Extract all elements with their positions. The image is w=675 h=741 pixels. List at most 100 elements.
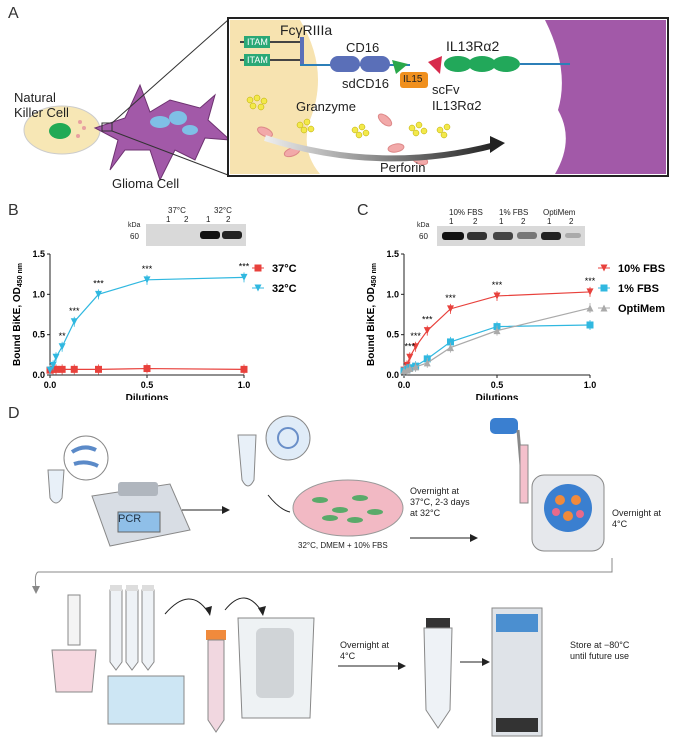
data-point — [423, 327, 431, 335]
granzyme-label: Granzyme — [296, 99, 356, 114]
il15-label: IL15 — [403, 74, 423, 85]
step2-label: Overnight at 4°C — [612, 508, 662, 529]
blot-b-lane: 2 — [226, 215, 231, 224]
significance-mark: *** — [422, 315, 433, 325]
legend-marker — [254, 284, 262, 292]
data-point — [70, 318, 78, 326]
x-tick-label: 1.0 — [238, 380, 251, 390]
x-tick-label: 0.0 — [44, 380, 57, 390]
blot-b-marker: 60 — [130, 232, 139, 241]
significance-mark: *** — [585, 276, 596, 286]
data-point — [58, 343, 66, 351]
scfv-label: scFv — [432, 82, 460, 97]
legend-label: 1% FBS — [618, 283, 659, 295]
panel-a-label: A — [8, 5, 19, 22]
data-point — [46, 366, 54, 374]
legend-label: 32°C — [272, 283, 297, 295]
pcr-label: PCR — [118, 513, 142, 525]
x-tick-label: 0.5 — [141, 380, 154, 390]
blot-b-group-1: 37°C — [168, 206, 186, 215]
blot-c-group-1: 10% FBS — [449, 208, 483, 217]
blot-c-lane: 1 — [499, 217, 504, 226]
significance-mark: *** — [69, 306, 80, 316]
media-label: 32°C, DMEM + 10% FBS — [298, 541, 388, 550]
legend-marker — [600, 304, 608, 312]
step4-label: Store at −80°C until future use — [570, 640, 630, 661]
data-point — [95, 290, 102, 298]
significance-mark: *** — [492, 280, 503, 290]
data-point — [143, 365, 151, 373]
significance-mark: *** — [410, 331, 421, 341]
x-axis-label: Dilutions — [476, 393, 519, 400]
y-axis-label: Bound BiKE, OD450 nm — [366, 263, 378, 366]
pcr-tube — [47, 469, 65, 504]
data-point — [412, 363, 420, 371]
x-tick-label: 0.5 — [491, 380, 504, 390]
data-point — [70, 365, 78, 373]
y-tick-label: 0.5 — [386, 330, 399, 340]
y-tick-label: 1.0 — [386, 289, 399, 299]
data-point — [240, 365, 248, 373]
data-point — [586, 304, 594, 312]
blot-c-kda: kDa — [417, 222, 430, 229]
x-axis-label: Dilutions — [126, 393, 169, 400]
data-point — [49, 361, 57, 369]
x-tick-label: 1.0 — [584, 380, 597, 390]
data-point — [493, 292, 501, 300]
y-tick-label: 0.0 — [32, 370, 45, 380]
blot-c-group-3: OptiMem — [543, 208, 576, 217]
panel-d-label: D — [8, 405, 20, 422]
scfv-il13ra2-label: IL13Rα2 — [432, 98, 482, 113]
data-point — [52, 365, 60, 373]
itam-label-2: ITAM — [247, 55, 268, 65]
y-tick-label: 0.0 — [386, 370, 399, 380]
concentrator-tube — [426, 618, 450, 628]
filter-funnel — [67, 594, 81, 646]
significance-mark: ** — [59, 331, 67, 341]
blot-c-lane: 2 — [569, 217, 574, 226]
glioma-cell — [93, 83, 232, 182]
y-tick-label: 0.5 — [32, 330, 45, 340]
data-point — [586, 288, 594, 296]
significance-mark: *** — [142, 264, 153, 274]
virus-tube — [237, 434, 257, 487]
western-blot-b: 37°C 32°C 1 2 1 2 kDa 60 — [128, 206, 246, 248]
data-point — [143, 276, 151, 284]
western-blot-c: 10% FBS 1% FBS OptiMem 1 2 1 2 1 2 kDa 6… — [417, 208, 585, 248]
data-point — [58, 365, 66, 373]
legend-marker — [600, 264, 608, 272]
data-point — [586, 321, 594, 329]
y-tick-label: 1.5 — [386, 249, 399, 259]
step3-label: Overnight at 4°C — [340, 640, 390, 661]
cytotoxic-arrow — [264, 135, 496, 162]
y-tick-label: 1.0 — [32, 289, 45, 299]
data-point — [406, 353, 414, 361]
data-point — [406, 365, 414, 373]
blot-c-lane: 1 — [449, 217, 454, 226]
cd16-label: CD16 — [346, 40, 380, 55]
panel-a-illustration — [23, 17, 669, 182]
nk-cell-label: Natural Killer Cell — [14, 90, 69, 120]
series-line — [49, 276, 245, 371]
itam-label-1: ITAM — [247, 37, 268, 47]
sdcd16-label: sdCD16 — [342, 76, 389, 91]
data-point — [447, 344, 454, 352]
data-point — [240, 273, 248, 281]
legend-label: 10% FBS — [618, 263, 665, 275]
x-tick-label: 0.0 — [398, 380, 411, 390]
significance-mark: *** — [239, 261, 250, 271]
blot-b-lane: 1 — [206, 215, 211, 224]
legend-marker — [600, 284, 608, 292]
zoom-box — [101, 122, 113, 132]
legend-marker — [254, 264, 262, 272]
petri-dish — [292, 479, 404, 537]
glioma-cell-label: Glioma Cell — [112, 176, 180, 191]
y-axis-label: Bound BiKE, OD450 nm — [12, 263, 24, 366]
nk-nucleus — [49, 123, 71, 139]
blot-b-kda: kDa — [128, 222, 141, 229]
blot-c-marker: 60 — [419, 232, 428, 241]
significance-mark: *** — [445, 293, 456, 303]
il13ra2-label: IL13Rα2 — [446, 38, 500, 54]
